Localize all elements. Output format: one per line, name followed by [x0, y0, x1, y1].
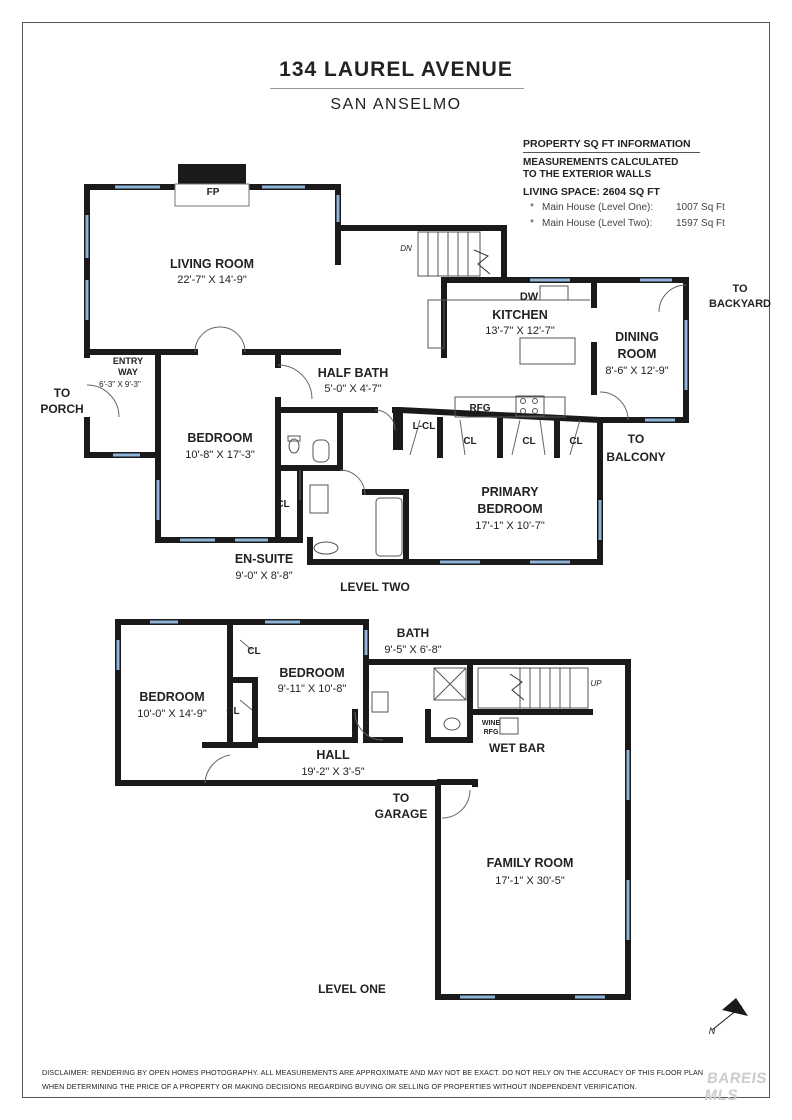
wet-bar-name: WET BAR: [489, 741, 545, 755]
to-balcony-1: TO: [628, 432, 644, 446]
level-one-sqft-label: Main House (Level One):: [542, 202, 654, 213]
level-one-sqft-value: 1007 Sq Ft: [676, 202, 725, 213]
wine-fridge-label-1: WINE: [482, 720, 501, 727]
closet-label-1: CL: [463, 436, 476, 447]
level-two-label: LEVEL TWO: [340, 580, 410, 594]
primary-bedroom-name-2: BEDROOM: [477, 502, 542, 516]
to-backyard-1: TO: [732, 283, 748, 295]
family-room-name: FAMILY ROOM: [487, 856, 574, 870]
hall-dims: 19'-2" X 3'-5": [301, 766, 364, 778]
level-one-doors: [204, 639, 471, 819]
sqft-calc-line1: MEASUREMENTS CALCULATED: [523, 157, 679, 168]
title-divider: [270, 88, 524, 89]
sqft-heading-rule: [523, 152, 700, 153]
fireplace-hearth: [174, 183, 250, 207]
entry-way-name-1: ENTRY: [113, 356, 143, 366]
dining-room-dims: 8'-6" X 12'-9": [605, 365, 668, 377]
linen-closet-label: L-CL: [413, 421, 436, 432]
primary-bedroom-dims: 17'-1" X 10'-7": [475, 520, 545, 532]
property-city: SAN ANSELMO: [330, 96, 462, 113]
half-bath-dims: 5'-0" X 4'-7": [324, 383, 381, 395]
closet-label-l1-2: CL: [226, 706, 239, 717]
level-two-doors: [86, 284, 687, 500]
bedroom-b-name: BEDROOM: [279, 666, 344, 680]
level-one-stairs: [477, 667, 589, 709]
closet-label-4: CL: [276, 499, 289, 510]
sqft-calc-line2: TO THE EXTERIOR WALLS: [523, 169, 652, 180]
to-balcony-2: BALCONY: [606, 450, 665, 464]
en-suite-name: EN-SUITE: [235, 552, 293, 566]
bullet-marker: *: [530, 218, 534, 229]
level-one-bath-fixtures: [371, 667, 519, 735]
dishwasher-label: DW: [520, 291, 539, 303]
page-frame: [22, 22, 770, 1098]
level-two-sqft-value: 1597 Sq Ft: [676, 218, 725, 229]
fireplace-label: FP: [207, 187, 220, 198]
living-room-name: LIVING ROOM: [170, 257, 254, 271]
to-porch-2: PORCH: [40, 402, 83, 416]
family-room-dims: 17'-1" X 30'-5": [495, 875, 565, 887]
level-one-windows: [116, 620, 630, 999]
level-one-walls: [115, 619, 631, 1000]
compass-north-label: N: [709, 1026, 716, 1036]
level-two-bath-fixtures: [287, 435, 403, 557]
refrigerator-label: RFG: [469, 403, 490, 414]
level-two-stairs: [417, 231, 491, 277]
half-bath-name: HALF BATH: [318, 366, 389, 380]
bedroom-l2-dims: 10'-8" X 17'-3": [185, 449, 255, 461]
level-two-windows: [85, 185, 688, 564]
kitchen-name: KITCHEN: [492, 308, 548, 322]
bedroom-a-name: BEDROOM: [139, 690, 204, 704]
closet-label-l1-1: CL: [247, 646, 260, 657]
wine-fridge-label-2: RFG: [484, 729, 499, 736]
entry-way-name-2: WAY: [118, 367, 138, 377]
en-suite-dims: 9'-0" X 8'-8": [235, 570, 292, 582]
garage-door-jamb: [472, 779, 478, 787]
stairs-up-label: UP: [590, 679, 602, 688]
bullet-marker: *: [530, 202, 534, 213]
to-porch-1: TO: [54, 386, 70, 400]
north-compass: [711, 998, 748, 1031]
level-one-label: LEVEL ONE: [318, 982, 386, 996]
dining-room-name-1: DINING: [615, 330, 659, 344]
mls-watermark-logo: BAREIS MLS: [703, 1070, 769, 1104]
stairs-down-label: DN: [400, 244, 412, 253]
bedroom-l2-name: BEDROOM: [187, 431, 252, 445]
linen-closet-wall: [393, 410, 403, 450]
disclaimer-line-2: WHEN DETERMINING THE PRICE OF A PROPERTY…: [42, 1082, 637, 1091]
primary-bedroom-name-1: PRIMARY: [481, 485, 539, 499]
to-garage-2: GARAGE: [375, 807, 428, 821]
to-backyard-2: BACKYARD: [709, 298, 771, 310]
to-garage-1: TO: [393, 791, 409, 805]
disclaimer-line-1: DISCLAIMER: RENDERING BY OPEN HOMES PHOT…: [42, 1068, 704, 1077]
bath-name: BATH: [397, 626, 429, 640]
property-title: 134 LAUREL AVENUE: [279, 58, 513, 81]
closet-label-2: CL: [522, 436, 535, 447]
hall-name: HALL: [316, 748, 350, 762]
kitchen-fixtures: [427, 285, 590, 418]
closet-label-3: CL: [569, 436, 582, 447]
living-space-total: LIVING SPACE: 2604 SQ FT: [523, 186, 660, 198]
bath-dims: 9'-5" X 6'-8": [384, 644, 441, 656]
level-two-sqft-label: Main House (Level Two):: [542, 218, 653, 229]
dining-room-name-2: ROOM: [618, 347, 657, 361]
sqft-heading: PROPERTY SQ FT INFORMATION: [523, 138, 691, 150]
living-room-dims: 22'-7" X 14'-9": [177, 274, 247, 286]
bedroom-a-dims: 10'-0" X 14'-9": [137, 708, 207, 720]
bedroom-b-dims: 9'-11" X 10'-8": [278, 683, 347, 695]
kitchen-dims: 13'-7" X 12'-7": [485, 325, 555, 337]
entry-way-dims: 6'-3" X 9'-3": [99, 380, 141, 389]
